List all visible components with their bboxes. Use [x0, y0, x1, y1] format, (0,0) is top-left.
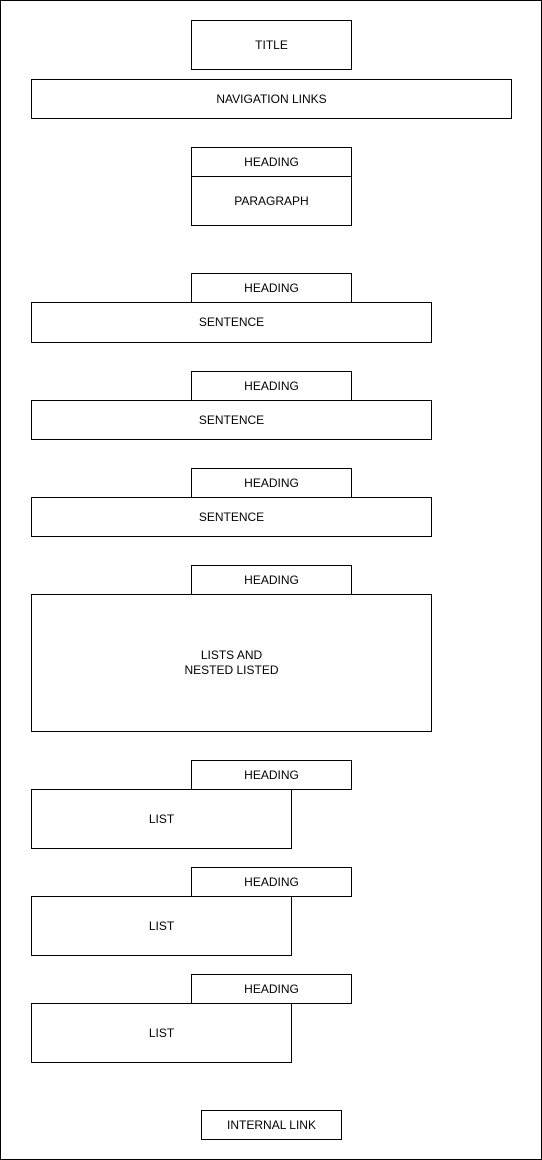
section-5-heading-label: HEADING [244, 767, 299, 782]
section-2-sentence-box: SENTENCE [31, 400, 432, 440]
section-2-heading-label: HEADING [244, 378, 299, 393]
section-6-heading-label: HEADING [244, 874, 299, 889]
list-1-box: LIST [31, 789, 292, 849]
nested-lists-box: LISTS AND NESTED LISTED [31, 594, 432, 732]
paragraph-box: PARAGRAPH [191, 176, 352, 226]
section-7-heading-label: HEADING [244, 981, 299, 996]
section-1-heading-box: HEADING [191, 273, 352, 303]
list-3-label: LIST [148, 1025, 175, 1040]
navigation-links-label: NAVIGATION LINKS [216, 91, 327, 106]
title-label: TITLE [255, 37, 288, 52]
section-2-sentence-label: SENTENCE [198, 412, 265, 427]
section-1-sentence-label: SENTENCE [198, 315, 265, 329]
list-2-box: LIST [31, 896, 292, 956]
title-box: TITLE [191, 20, 352, 70]
section-3-sentence-box: SENTENCE [31, 497, 432, 537]
section-7-heading-box: HEADING [191, 974, 352, 1004]
paragraph-label: PARAGRAPH [234, 193, 309, 208]
nested-lists-label: LISTS AND NESTED LISTED [184, 648, 279, 677]
list-3-box: LIST [31, 1003, 292, 1063]
section-5-heading-box: HEADING [191, 760, 352, 790]
internal-link-box: INTERNAL LINK [201, 1110, 342, 1140]
section-3-heading-box: HEADING [191, 468, 352, 498]
intro-heading-label: HEADING [244, 154, 299, 169]
section-1-sentence-box: SENTENCE [31, 302, 432, 343]
internal-link-label: INTERNAL LINK [227, 1117, 316, 1132]
section-4-heading-box: HEADING [191, 565, 352, 595]
section-3-sentence-label: SENTENCE [198, 509, 265, 524]
section-2-heading-box: HEADING [191, 371, 352, 401]
intro-heading-box: HEADING [191, 147, 352, 177]
section-6-heading-box: HEADING [191, 867, 352, 897]
section-1-heading-label: HEADING [244, 280, 299, 295]
list-1-label: LIST [148, 811, 175, 826]
list-2-label: LIST [148, 918, 175, 933]
section-4-heading-label: HEADING [244, 572, 299, 587]
section-3-heading-label: HEADING [244, 475, 299, 490]
navigation-links-box: NAVIGATION LINKS [31, 79, 512, 119]
